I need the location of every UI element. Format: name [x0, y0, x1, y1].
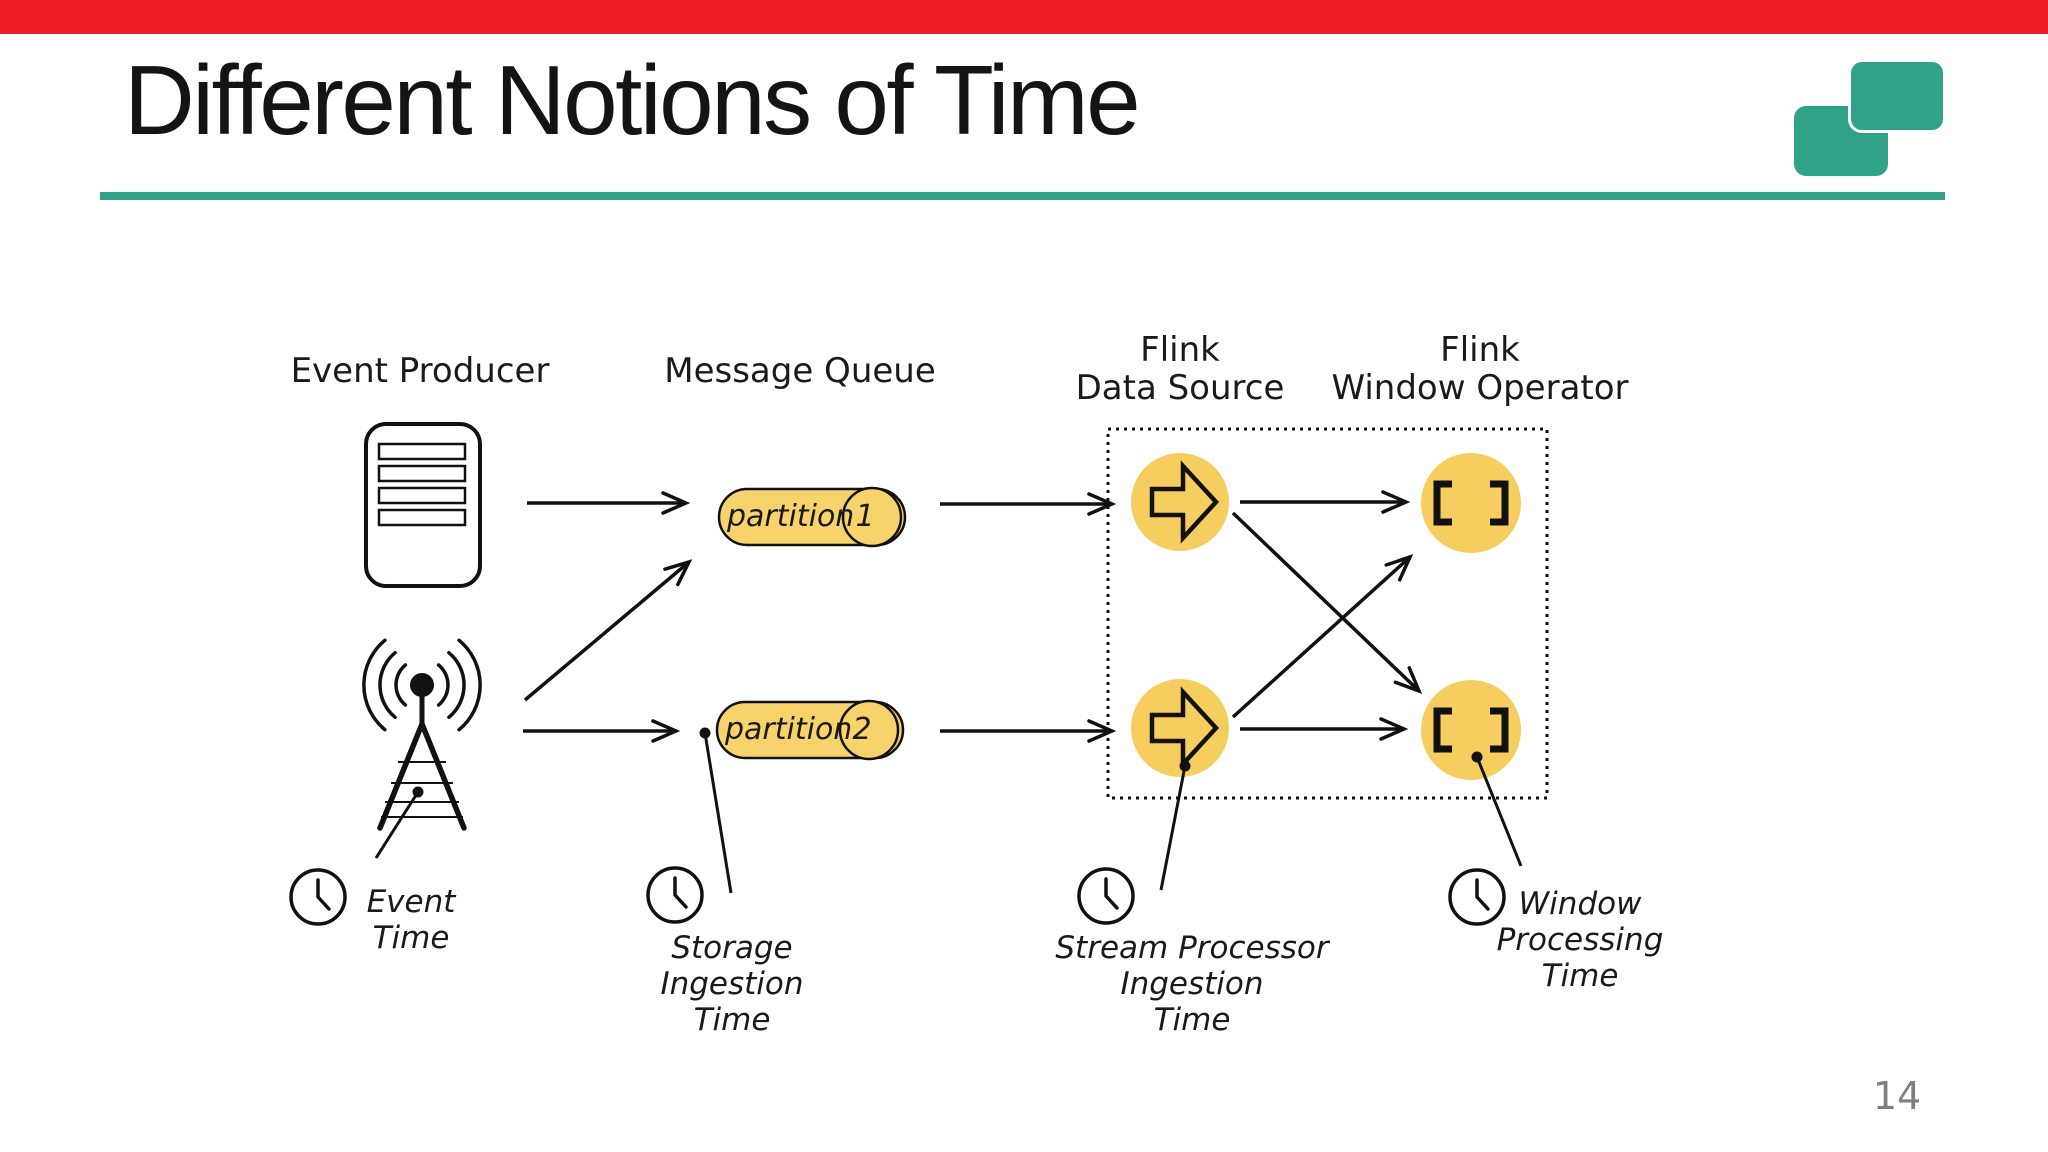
block-arrow-icon [1149, 686, 1220, 770]
storage-ingestion-time-label: Storage Ingestion Time [602, 930, 862, 1038]
title-underline [100, 192, 1945, 200]
flow-arrows [523, 502, 1419, 731]
logo-front-square-icon [1848, 59, 1946, 133]
header-message-queue: Message Queue [664, 351, 936, 391]
clock-icon [1448, 868, 1506, 926]
clock-icon [289, 868, 347, 926]
stream-processor-ingestion-time-label: Stream Processor Ingestion Time [1012, 930, 1372, 1038]
stream-time-line2: Ingestion [1120, 966, 1264, 1002]
slide-title: Different Notions of Time [124, 45, 1141, 155]
storage-time-line2: Ingestion [660, 966, 804, 1002]
clock-icon [1077, 867, 1135, 925]
page-number: 14 [1872, 1074, 1922, 1118]
stream-time-line1: Stream Processor [1055, 930, 1329, 966]
storage-time-line1: Storage [671, 930, 793, 966]
partition-1-number: 1 [855, 499, 875, 534]
clock-icon [646, 866, 704, 924]
window-time-line2: Processing [1496, 922, 1664, 958]
server-icon [364, 422, 482, 588]
header-flink-window-operator-line2: Window Operator [1331, 368, 1629, 408]
annotation-leaders [374, 727, 1523, 894]
partition-1-label: partition [727, 499, 855, 534]
window-processing-time-label: Window Processing Time [1435, 886, 1725, 994]
partition-2-label: partition [725, 712, 853, 747]
top-red-bar [0, 0, 2048, 34]
event-time-label: Event Time [316, 884, 506, 956]
header-flink-window-operator: Flink Window Operator [1290, 331, 1670, 407]
data-source-node-1 [1131, 453, 1229, 551]
partition-1-pill [717, 486, 907, 548]
antenna-icon [362, 638, 482, 831]
window-operator-node-2 [1421, 680, 1521, 780]
partition-2-number: 2 [852, 712, 872, 747]
block-arrow-icon [1149, 460, 1220, 544]
data-artisans-logo [1790, 58, 1960, 188]
header-flink-window-operator-line1: Flink [1440, 330, 1520, 370]
header-event-producer: Event Producer [290, 351, 550, 391]
stream-time-line3: Time [1153, 1002, 1231, 1038]
header-flink-data-source-line2: Data Source [1075, 368, 1285, 408]
window-brackets-icon [1433, 707, 1452, 753]
event-time-line1: Event [366, 884, 456, 920]
data-source-node-2 [1131, 679, 1229, 777]
window-time-line3: Time [1541, 958, 1619, 994]
partition-2-pill [715, 699, 905, 761]
window-brackets-icon [1433, 480, 1452, 526]
window-operator-node-1 [1421, 453, 1521, 553]
event-time-line2: Time [372, 920, 450, 956]
window-time-line1: Window [1518, 886, 1642, 922]
window-brackets-icon [1490, 707, 1509, 753]
window-brackets-icon [1490, 480, 1509, 526]
header-flink-data-source-line1: Flink [1140, 330, 1220, 370]
storage-time-line3: Time [693, 1002, 771, 1038]
header-flink-data-source: Flink Data Source [1000, 331, 1360, 407]
